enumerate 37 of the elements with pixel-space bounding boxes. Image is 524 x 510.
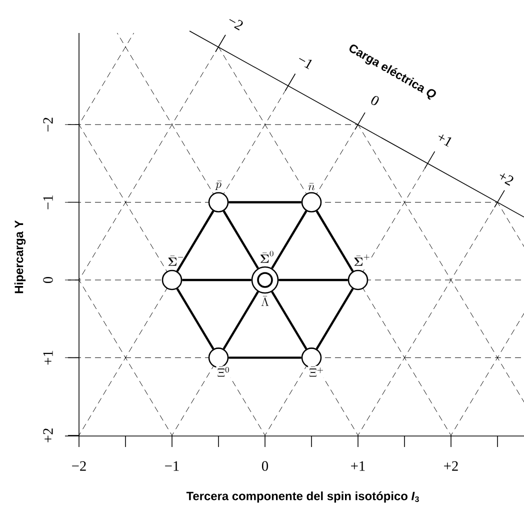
edge-line <box>316 288 354 350</box>
edge-line <box>316 210 354 272</box>
tick-label: 0 <box>371 96 379 106</box>
particle-label: $\bar{\Lambda}$ <box>260 295 270 307</box>
tick-label: 0 <box>43 276 53 284</box>
particle-label: $\bar{p}$ <box>214 180 222 192</box>
tick-label: +1 <box>43 350 53 365</box>
edge-line <box>271 291 308 350</box>
tick-label: −1 <box>165 461 179 471</box>
particle-label: $\bar{\boldsymbol{\Sigma}}^{-}$ <box>166 253 186 267</box>
edge-line <box>228 356 302 359</box>
tick-label: +1 <box>438 134 452 147</box>
tick-label: −2 <box>43 118 53 132</box>
axis-title: Hipercarga Y <box>14 220 26 294</box>
edge-line <box>176 210 214 272</box>
edge-line <box>222 210 259 269</box>
tick-label: −1 <box>43 196 53 210</box>
tick-label: +2 <box>500 173 514 186</box>
particle-label: $\bar{\boldsymbol{\Sigma}}^{+}$ <box>352 253 372 267</box>
tick-label: −1 <box>299 58 312 70</box>
particle-label: $\bar{\Xi}^{+}$ <box>308 366 325 378</box>
particle-label: $\bar{\Xi}^{0}$ <box>216 366 231 378</box>
edge-line <box>222 291 259 350</box>
edge-line <box>271 210 308 269</box>
edge-line <box>176 288 214 350</box>
axis-title: Tercera componente del spin isotópico I$_{3}$ <box>186 491 419 503</box>
edge-line <box>278 278 348 282</box>
particle-label: $\bar{n}$ <box>307 182 316 192</box>
particle-label: $\bar{\boldsymbol{\Sigma}}^{0}$ <box>258 250 276 264</box>
tick-label: +1 <box>351 461 365 471</box>
tick-label: −2 <box>229 19 243 30</box>
tick-label: +2 <box>43 428 53 442</box>
tick-label: −2 <box>72 461 86 471</box>
tick-label: 0 <box>262 461 268 471</box>
edge-line <box>182 278 252 282</box>
tick-label: +2 <box>444 461 458 471</box>
edge-line <box>228 201 302 204</box>
